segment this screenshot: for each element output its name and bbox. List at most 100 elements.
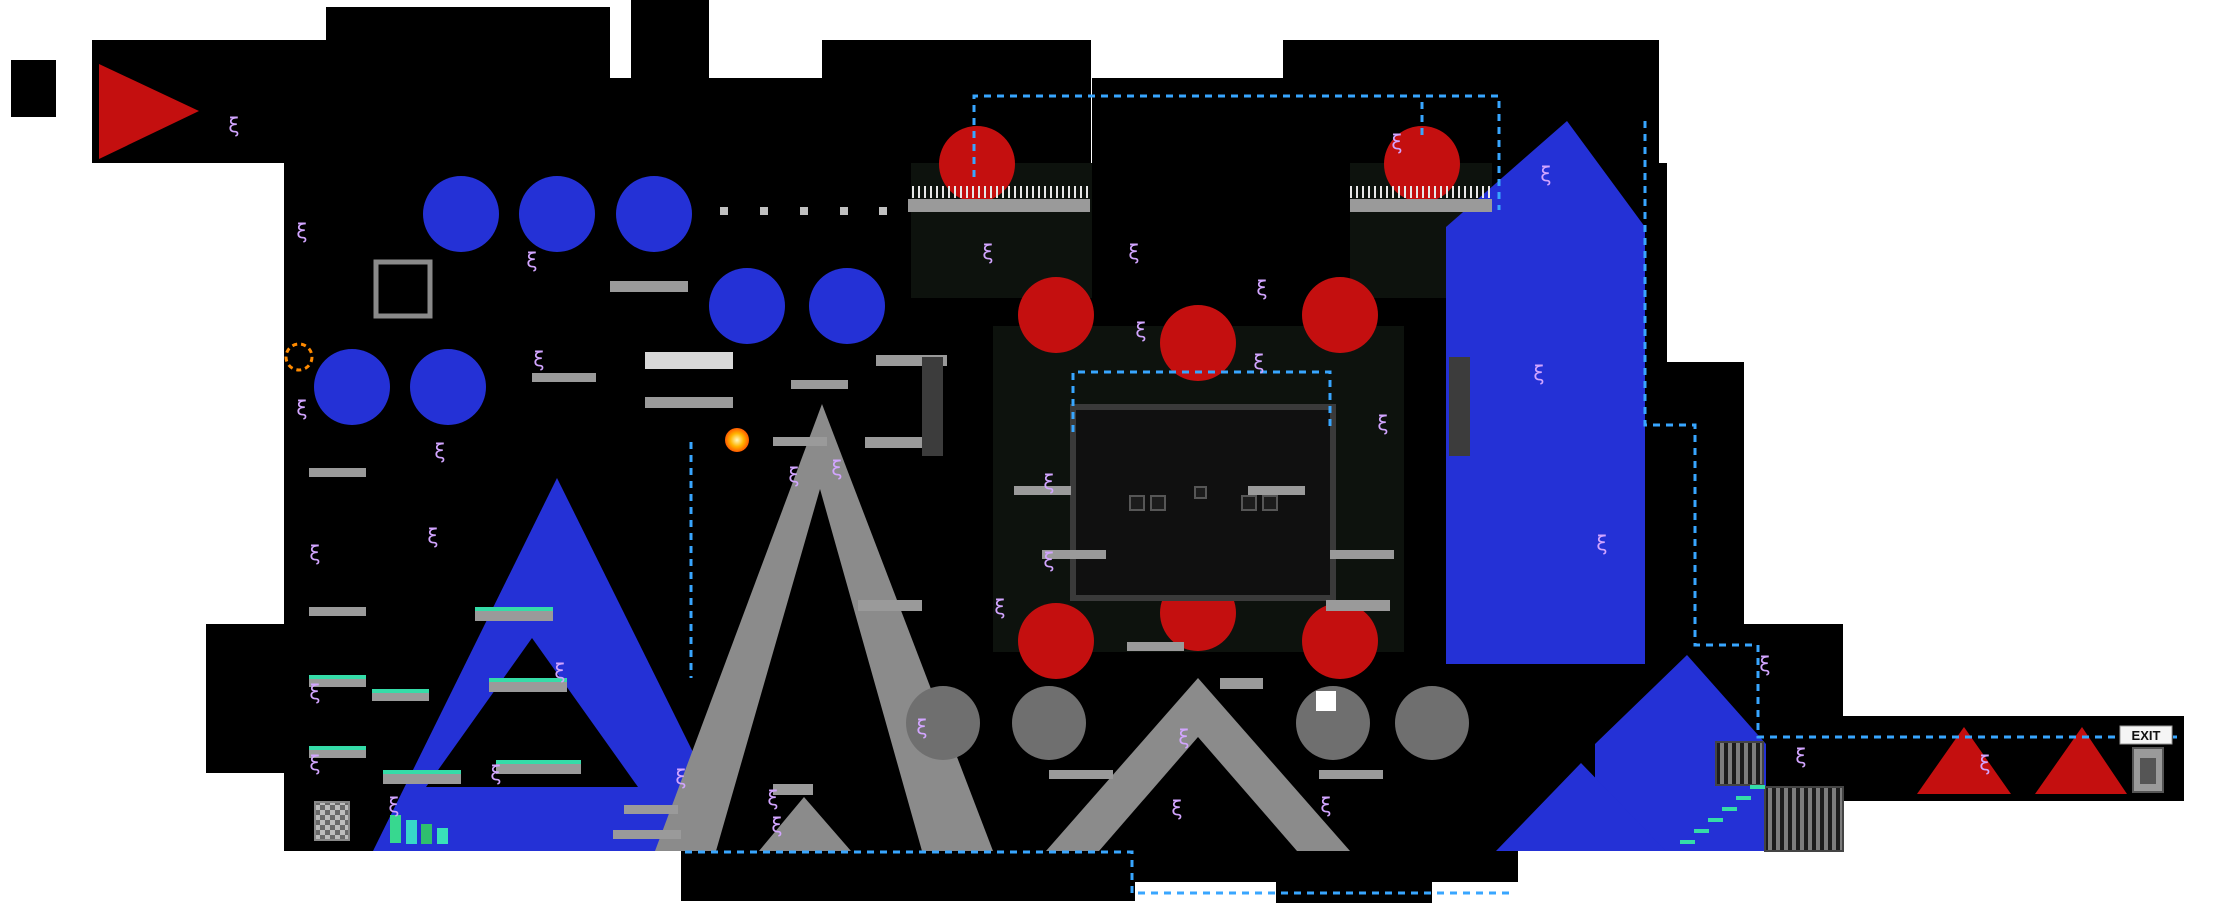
terrain-block: [631, 0, 709, 78]
platform: [1326, 600, 1390, 611]
marker-dot: [879, 207, 887, 215]
terrain-block: [11, 60, 56, 117]
enemy-sprite: ξ: [490, 761, 501, 785]
enemy-sprite: ξ: [788, 463, 799, 487]
teal-ledge: [475, 607, 553, 611]
enemy-sprite: ξ: [831, 456, 842, 480]
platform: [1127, 642, 1184, 651]
platform: [475, 610, 553, 621]
red-orb: [1018, 277, 1094, 353]
room-tile: [1194, 486, 1207, 499]
support-column: [922, 357, 943, 456]
stair-step: [1750, 785, 1765, 789]
energy-bar: [437, 828, 448, 844]
enemy-sprite: ξ: [675, 765, 686, 789]
pyramid-red: [99, 64, 199, 159]
energy-bar: [421, 824, 432, 844]
enemy-sprite: ξ: [994, 595, 1005, 619]
red-orb: [939, 126, 1015, 202]
enemy-sprite: ξ: [228, 113, 239, 137]
blue-orb: [410, 349, 486, 425]
teal-ledge: [383, 770, 461, 774]
enemy-sprite: ξ: [1979, 751, 1990, 775]
enemy-sprite: ξ: [1178, 725, 1189, 749]
energy-bar: [406, 820, 417, 844]
red-orb: [1018, 603, 1094, 679]
enemy-sprite: ξ: [554, 659, 565, 683]
blue-orb: [809, 268, 885, 344]
platform: [309, 607, 366, 616]
teal-ledge: [489, 678, 567, 682]
room-box: [1070, 404, 1336, 601]
enemy-sprite: ξ: [1320, 793, 1331, 817]
route-dashes: [972, 94, 1501, 210]
platform: [791, 380, 848, 389]
conveyor-belt: [1350, 186, 1492, 198]
platform: [309, 749, 366, 758]
vent-grate: [1715, 741, 1764, 786]
red-orb: [1160, 305, 1236, 381]
platform: [773, 784, 813, 795]
darkgray-orb: [1395, 686, 1469, 760]
platform: [372, 692, 429, 701]
enemy-sprite: ξ: [309, 751, 320, 775]
enemy-sprite: ξ: [767, 786, 778, 810]
room-tile: [1262, 495, 1278, 511]
stair-step: [1708, 818, 1723, 822]
platform: [1248, 486, 1305, 495]
enemy-sprite: ξ: [771, 813, 782, 837]
terrain-block: [326, 7, 610, 163]
darkgray-orb: [906, 686, 980, 760]
platform: [1319, 770, 1383, 779]
vent-grate: [1764, 786, 1844, 852]
terrain-block: [993, 851, 1518, 882]
enemy-sprite: ξ: [1171, 796, 1182, 820]
platform: [1220, 678, 1263, 689]
enemy-sprite: ξ: [309, 680, 320, 704]
stair-step: [1680, 840, 1695, 844]
platform: [1330, 550, 1394, 559]
pyramid-blue: [1496, 763, 1666, 851]
enemy-sprite: ξ: [526, 248, 537, 272]
exit-door-inner: [2140, 758, 2156, 784]
enemy-sprite: ξ: [1759, 652, 1770, 676]
exit-sign: [2119, 725, 2173, 745]
blue-orb: [709, 268, 785, 344]
blue-orb: [423, 176, 499, 252]
support-column: [1449, 357, 1470, 456]
enemy-sprite: ξ: [916, 715, 927, 739]
enemy-sprite: ξ: [1795, 744, 1806, 768]
platform: [858, 600, 922, 611]
platform: [309, 678, 366, 687]
stair-step: [1722, 807, 1737, 811]
enemy-sprite: ξ: [1253, 350, 1264, 374]
platform: [1042, 550, 1106, 559]
platform: [624, 805, 678, 814]
platform: [1014, 486, 1071, 495]
marker-dot: [720, 207, 728, 215]
checkpoint-ring: [284, 342, 314, 372]
blue-orb: [314, 349, 390, 425]
enemy-sprite: ξ: [388, 793, 399, 817]
exit-label: EXIT: [2132, 728, 2161, 743]
platform: [865, 437, 929, 448]
machine-platform: [645, 352, 733, 369]
darkgray-orb: [1012, 686, 1086, 760]
platform: [610, 281, 688, 292]
terrain-block: [1276, 879, 1432, 903]
red-orb: [1384, 126, 1460, 202]
room-tile: [1129, 495, 1145, 511]
platform: [613, 830, 681, 839]
hollow-frame: [373, 259, 433, 319]
marker-dot: [760, 207, 768, 215]
enemy-sprite: ξ: [1128, 240, 1139, 264]
room-tile: [1241, 495, 1257, 511]
terrain-block: [610, 78, 823, 163]
enemy-sprite: ξ: [427, 524, 438, 548]
platform: [383, 773, 461, 784]
enemy-sprite: ξ: [1540, 162, 1551, 186]
enemy-sprite: ξ: [1256, 276, 1267, 300]
